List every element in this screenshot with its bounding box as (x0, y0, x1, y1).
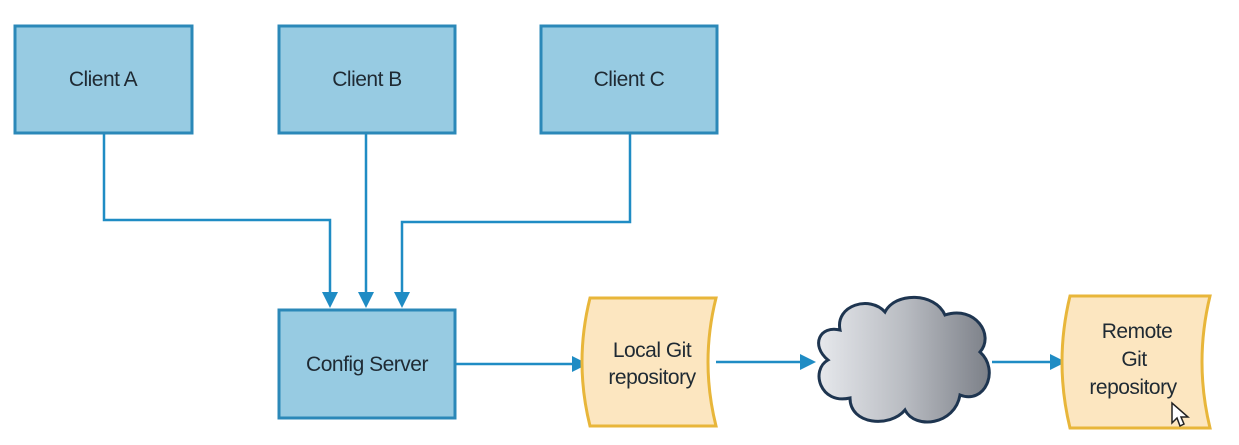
client-a-label: Client A (69, 68, 138, 91)
remote-git-label-line3: repository (1089, 376, 1177, 399)
local-git-label-line1: Local Git (613, 339, 692, 362)
config-server-node: Config Server (277, 308, 457, 420)
connector-client-a (102, 133, 338, 308)
cloud-icon (817, 295, 991, 424)
mouse-cursor-icon (1171, 401, 1190, 428)
remote-git-label-line2: Git (1121, 348, 1147, 371)
client-b-label: Client B (332, 68, 402, 91)
connector-client-c (394, 133, 632, 308)
local-git-label-line2: repository (608, 366, 696, 389)
connector-client-b (358, 133, 374, 308)
client-c-label: Client C (594, 68, 665, 91)
config-server-label: Config Server (306, 353, 428, 376)
connector-config-to-local (455, 356, 588, 372)
client-a-node: Client A (13, 24, 194, 135)
connector-local-to-cloud (716, 354, 816, 370)
client-c-node: Client C (539, 24, 719, 135)
remote-git-node: Remote Git repository (1060, 294, 1212, 430)
local-git-node: Local Git repository (580, 296, 718, 428)
remote-git-label-line1: Remote (1102, 320, 1173, 343)
client-b-node: Client B (277, 24, 457, 135)
connector-cloud-to-remote (992, 354, 1066, 370)
